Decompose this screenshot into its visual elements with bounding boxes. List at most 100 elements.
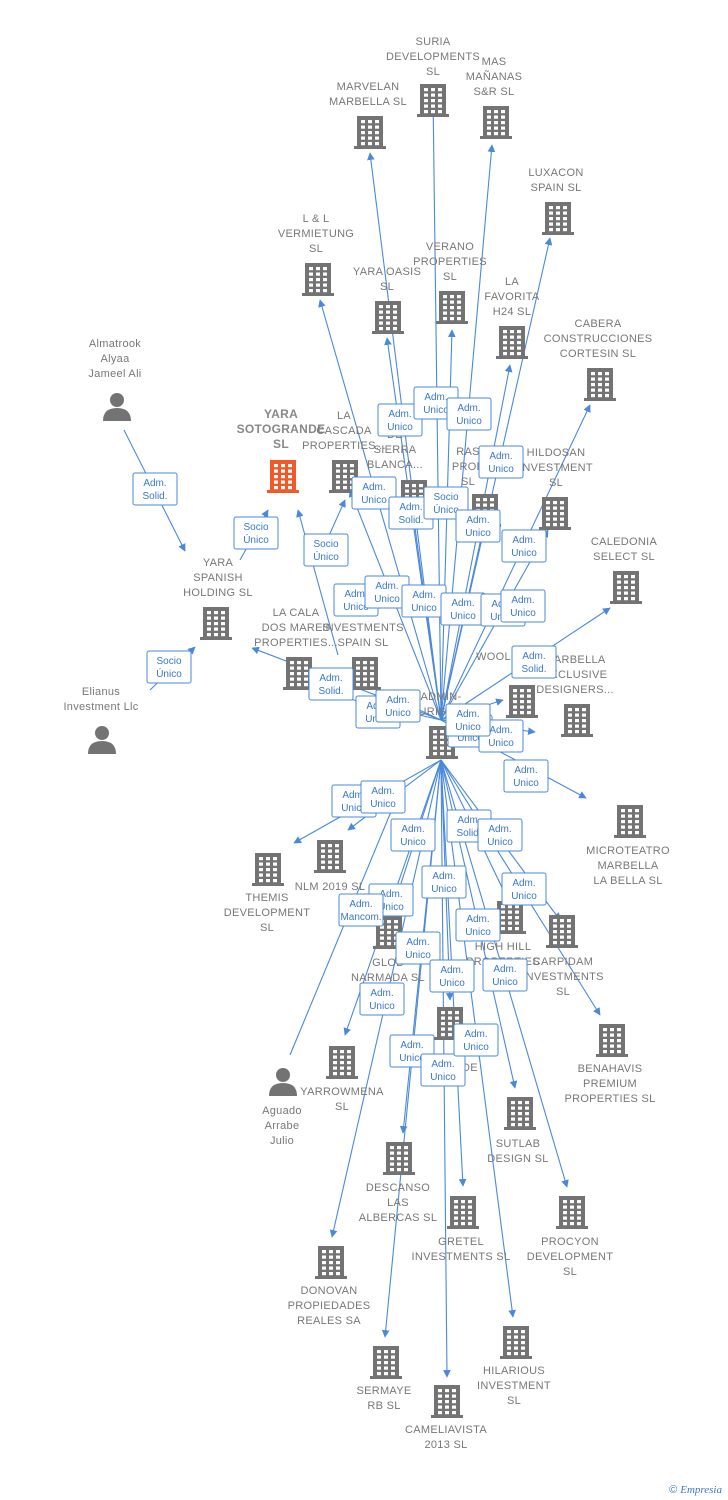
relation-label[interactable]: Adm.Unico: [401, 584, 447, 618]
relation-label[interactable]: Adm.Solid.: [388, 496, 434, 530]
relation-label[interactable]: Adm.Unico: [429, 959, 475, 993]
relation-label[interactable]: Adm.Unico: [446, 397, 492, 431]
node-label-line: SIERRA: [374, 444, 417, 456]
building-icon: [349, 657, 381, 690]
relation-text: Unico: [455, 722, 481, 733]
relation-label[interactable]: Adm.Unico: [377, 403, 423, 437]
building-icon: [480, 106, 512, 139]
node-label-line: MARBELLA SL: [329, 96, 407, 108]
relation-text: Unico: [343, 602, 369, 613]
relation-label[interactable]: Adm.Unico: [440, 592, 486, 626]
relation-label[interactable]: Adm.Unico: [501, 529, 547, 563]
relation-label[interactable]: Adm.Unico: [395, 931, 441, 965]
relation-label[interactable]: Adm.Unico: [421, 865, 467, 899]
relation-label[interactable]: Adm.Solid.: [308, 667, 354, 701]
relation-text: Solid.: [318, 686, 343, 697]
relation-label[interactable]: Adm.Unico: [375, 689, 421, 723]
relation-label[interactable]: Adm.Unico: [351, 476, 397, 510]
relation-text: Unico: [465, 528, 491, 539]
relation-label[interactable]: Adm.Unico: [360, 780, 406, 814]
relation-text: Adm.: [514, 765, 537, 776]
node-label-line: YARA: [203, 557, 234, 569]
relation-text: Unico: [374, 594, 400, 605]
relation-label[interactable]: Adm.Unico: [482, 958, 528, 992]
relation-text: Adm.: [349, 899, 372, 910]
node-investments[interactable]: NINVESTMENTSSPAIN SL: [322, 607, 404, 690]
relation-label[interactable]: Adm.Unico: [359, 982, 405, 1016]
relation-label[interactable]: Adm.Unico: [445, 703, 491, 737]
relation-text: Unico: [399, 1053, 425, 1064]
relation-label[interactable]: Adm.Unico: [477, 818, 523, 852]
brand-logo-text[interactable]: Empresia: [680, 1484, 722, 1496]
relation-label[interactable]: Adm.Unico: [453, 1023, 499, 1057]
relation-label[interactable]: Adm.Unico: [501, 872, 547, 906]
relation-label[interactable]: Adm.Mancom.: [338, 893, 384, 927]
relation-box: [359, 982, 405, 1016]
node-label-line: DE: [462, 1062, 478, 1074]
relation-label[interactable]: Adm.Unico: [500, 589, 546, 623]
relation-box: [455, 908, 501, 942]
building-icon: [610, 571, 642, 604]
node-woolf[interactable]: WOOLF: [476, 651, 538, 718]
copyright-symbol: ©: [669, 1484, 678, 1496]
node-label-line: INVESTMENTS SL: [412, 1251, 511, 1263]
relation-text: Adm.: [344, 589, 367, 600]
relation-label[interactable]: Adm.Unico: [455, 908, 501, 942]
relation-label[interactable]: Adm.Unico: [455, 509, 501, 543]
node-label-line: INVESTMENTS: [322, 622, 404, 634]
relation-text: Único: [313, 550, 339, 563]
relation-label[interactable]: Adm.Unico: [420, 1053, 466, 1087]
relation-text: Adm.: [424, 392, 447, 403]
building-icon: [506, 685, 538, 718]
node-pde[interactable]: DE: [434, 1007, 478, 1074]
relation-text: Unico: [492, 977, 518, 988]
node-nlm[interactable]: NLM 2019 SL: [295, 840, 366, 893]
relation-text: Adm.: [379, 889, 402, 900]
node-label-line: YARA: [264, 407, 298, 421]
relation-label[interactable]: Adm.Solid.: [132, 472, 178, 506]
building-icon: [500, 1326, 532, 1359]
relation-label[interactable]: Adm.Solid.: [511, 645, 557, 679]
building-icon: [354, 116, 386, 149]
relation-label[interactable]: Adm.Unico: [478, 445, 524, 479]
relation-label[interactable]: Adm.Unico: [390, 818, 436, 852]
relation-label[interactable]: Adm.Unico: [503, 759, 549, 793]
